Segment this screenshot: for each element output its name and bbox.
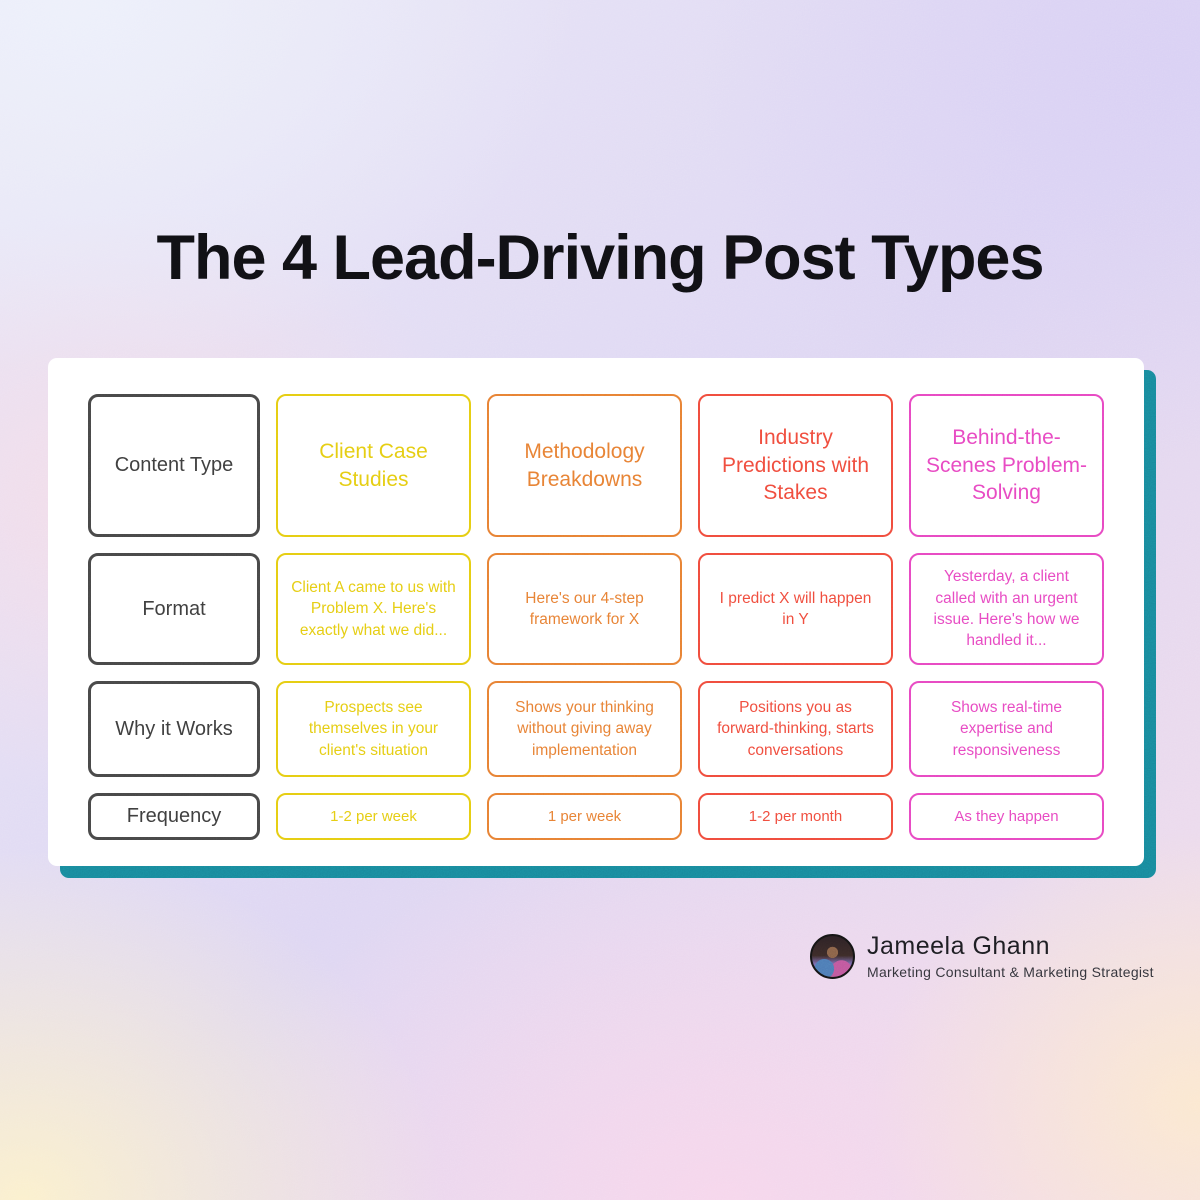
row-label-format: Format [88, 553, 260, 665]
frequency-cell-methodology-breakdowns: 1 per week [487, 793, 682, 840]
header-cell-client-case-studies: Client Case Studies [276, 394, 471, 537]
author-role: Marketing Consultant & Marketing Strateg… [867, 964, 1154, 980]
why-cell-behind-the-scenes: Shows real-time expertise and responsive… [909, 681, 1104, 777]
header-cell-methodology-breakdowns: Methodology Breakdowns [487, 394, 682, 537]
table-card: Content Type Client Case Studies Methodo… [48, 358, 1144, 866]
author-byline: Jameela Ghann Marketing Consultant & Mar… [810, 932, 1154, 980]
comparison-table: Content Type Client Case Studies Methodo… [88, 394, 1104, 840]
why-cell-methodology-breakdowns: Shows your thinking without giving away … [487, 681, 682, 777]
author-name: Jameela Ghann [867, 932, 1051, 960]
row-label-why-it-works: Why it Works [88, 681, 260, 777]
why-cell-client-case-studies: Prospects see themselves in your client'… [276, 681, 471, 777]
format-cell-behind-the-scenes: Yesterday, a client called with an urgen… [909, 553, 1104, 665]
row-label-content-type: Content Type [88, 394, 260, 537]
frequency-cell-industry-predictions: 1-2 per month [698, 793, 893, 840]
format-cell-industry-predictions: I predict X will happen in Y [698, 553, 893, 665]
header-cell-industry-predictions: Industry Predictions with Stakes [698, 394, 893, 537]
header-cell-behind-the-scenes: Behind-the-Scenes Problem-Solving [909, 394, 1104, 537]
row-label-frequency: Frequency [88, 793, 260, 840]
frequency-cell-behind-the-scenes: As they happen [909, 793, 1104, 840]
why-cell-industry-predictions: Positions you as forward-thinking, start… [698, 681, 893, 777]
format-cell-client-case-studies: Client A came to us with Problem X. Here… [276, 553, 471, 665]
format-cell-methodology-breakdowns: Here's our 4-step framework for X [487, 553, 682, 665]
frequency-cell-client-case-studies: 1-2 per week [276, 793, 471, 840]
page-title: The 4 Lead-Driving Post Types [156, 223, 1044, 293]
avatar [810, 933, 855, 979]
